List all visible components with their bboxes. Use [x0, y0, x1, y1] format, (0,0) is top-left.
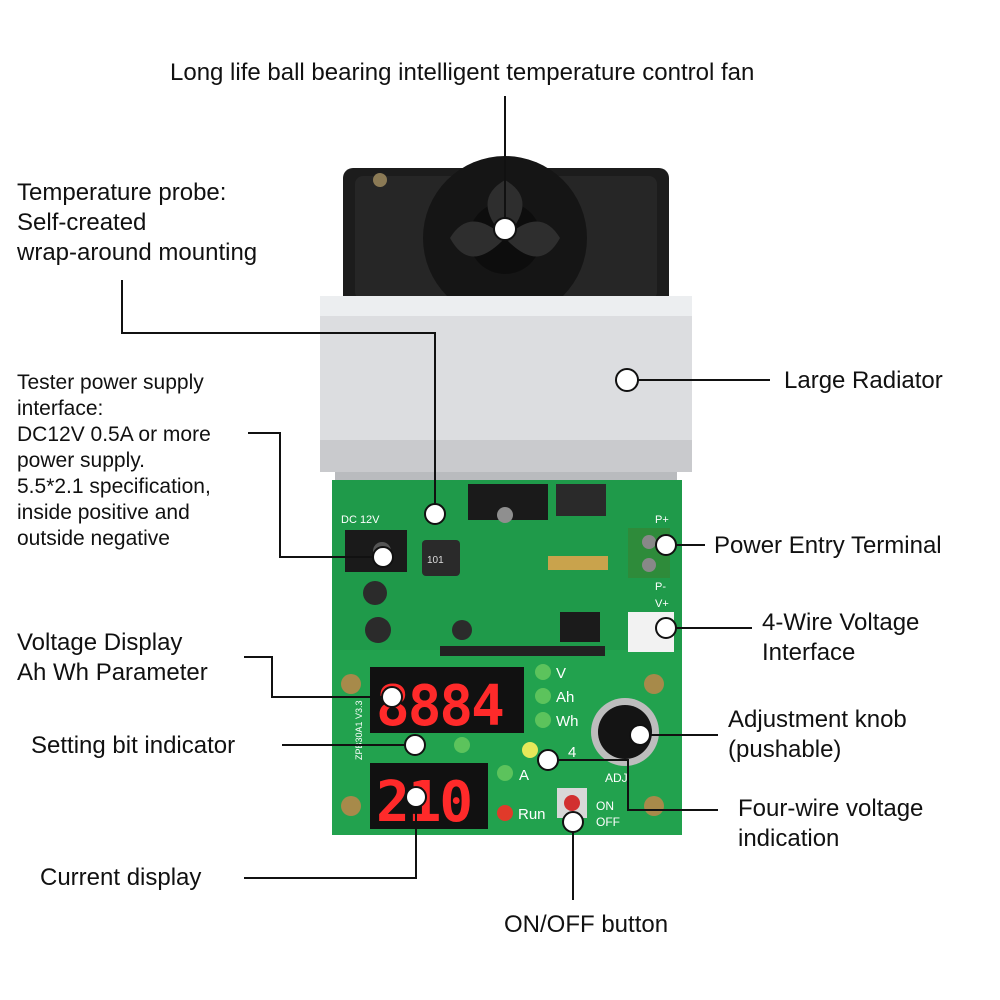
inductor	[422, 540, 460, 576]
callout-power-terminal: Power Entry Terminal	[714, 532, 942, 559]
run-label: Run	[518, 806, 546, 823]
callout-setting-bit: Setting bit indicator	[31, 732, 236, 759]
adj-label: ADJ	[605, 771, 628, 785]
callout-dot-radiator	[615, 368, 639, 392]
callout-dot-terminal	[655, 534, 677, 556]
led-label-v: V	[556, 665, 566, 682]
silk-vplus: V+	[655, 598, 669, 610]
callout-dot-four-wire-indication	[537, 749, 559, 771]
led-label-4: 4	[568, 744, 576, 761]
led-label-ah: Ah	[556, 689, 574, 706]
callout-voltage-display: Voltage Display Ah Wh Parameter	[17, 629, 208, 686]
pcb-board	[332, 480, 682, 835]
callout-knob: Adjustment knob (pushable)	[728, 706, 907, 763]
callout-onoff: ON/OFF button	[504, 911, 669, 938]
callout-radiator: Large Radiator	[784, 367, 943, 394]
callout-dot-knob	[629, 724, 651, 746]
led-label-a: A	[519, 767, 529, 784]
callout-dot-fan	[493, 217, 517, 241]
callout-dot-voltage-display	[381, 686, 403, 708]
callout-fan: Long life ball bearing intelligent tempe…	[170, 59, 755, 86]
on-label: ON	[596, 799, 614, 813]
callout-dot-probe	[424, 503, 446, 525]
silk-dc: DC 12V	[341, 514, 380, 526]
callout-dot-onoff	[562, 811, 584, 833]
fan-screw	[373, 173, 387, 187]
led-label-wh: Wh	[556, 713, 579, 730]
callout-dot-setting-bit	[404, 734, 426, 756]
callout-dot-power-supply	[372, 546, 394, 568]
off-label: OFF	[596, 815, 620, 829]
silk-pminus: P-	[655, 581, 666, 593]
current-display-panel	[370, 763, 488, 829]
silk-pplus: P+	[655, 514, 669, 526]
callout-power-supply: Tester power supply interface: DC12V 0.5…	[17, 371, 211, 550]
callout-current-display: Current display	[40, 864, 202, 891]
callout-probe: Temperature probe: Self-created wrap-aro…	[17, 179, 258, 266]
callout-four-wire-indication: Four-wire voltage indication	[738, 795, 924, 852]
inductor-code: 101	[427, 555, 444, 566]
callout-dot-current-display	[405, 786, 427, 808]
callout-dot-four-wire	[655, 617, 677, 639]
silk-model: ZPB30A1 V3.3	[354, 700, 364, 760]
callout-four-wire: 4-Wire Voltage Interface	[762, 609, 920, 666]
